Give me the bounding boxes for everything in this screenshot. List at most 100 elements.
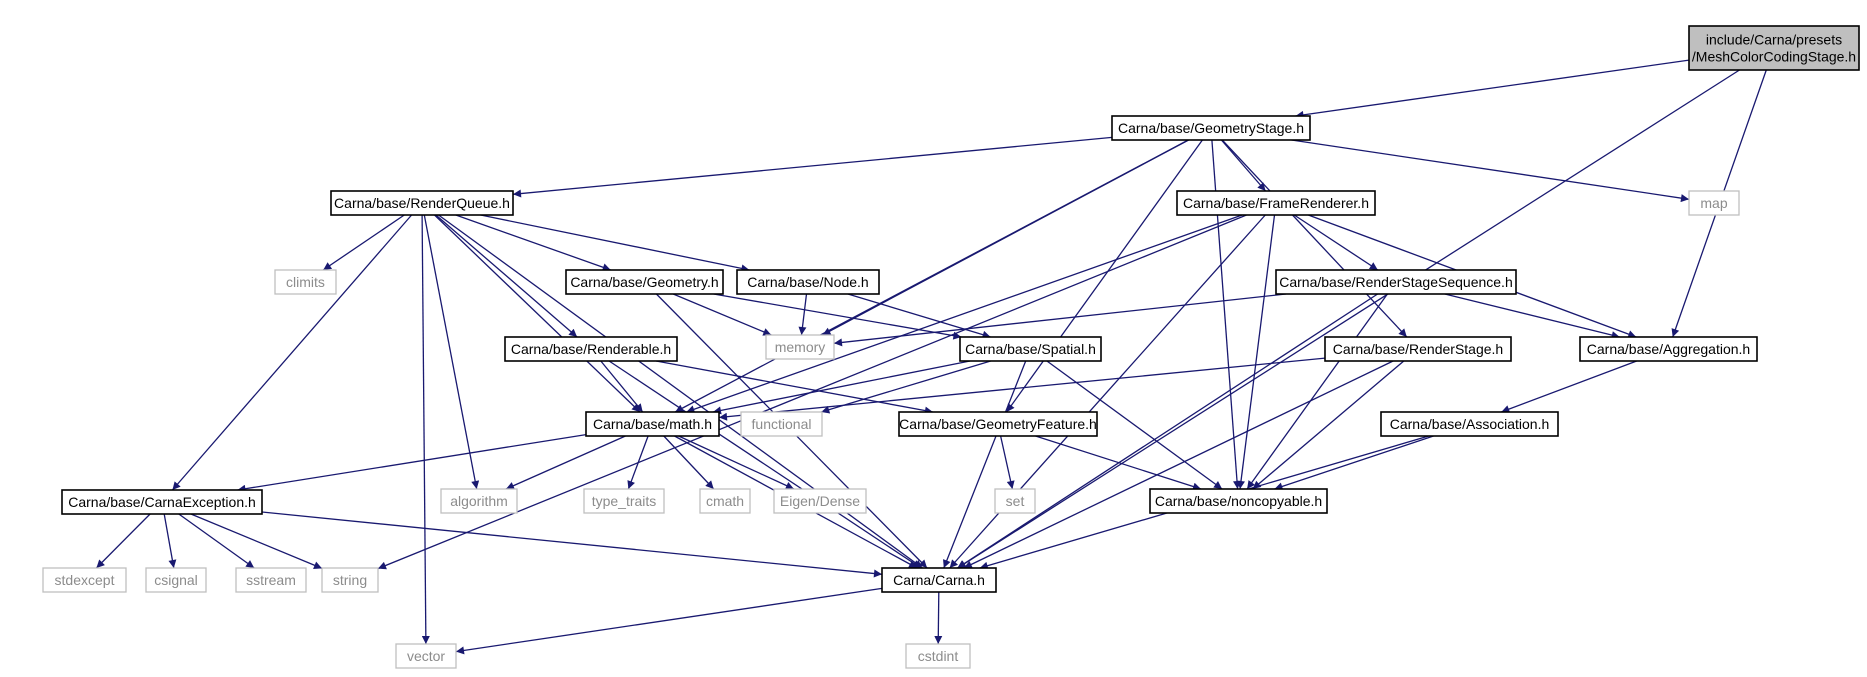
edge-renderstage-to-math [718,357,1326,421]
node-label: cstdint [918,648,959,664]
edge-carnaexc-to-string [190,513,323,570]
node-box [1324,336,1512,362]
node-carnaexc[interactable]: Carna/base/CarnaException.h [61,489,263,515]
node-box [1275,269,1517,295]
edge-renderable-to-geomfeature [655,360,934,415]
node-box [565,269,724,295]
edge-carna-to-vector [455,587,883,655]
edge-node-to-memory [798,293,808,336]
node-box [440,488,518,514]
node-noncopyable[interactable]: Carna/base/noncopyable.h [1149,488,1328,514]
edge-renderqueue-to-math [434,214,641,413]
edge-renderqueue-to-vector [421,214,430,645]
node-math[interactable]: Carna/base/math.h [585,411,720,437]
edge-carnaexc-to-stdexcept [95,513,151,569]
node-vector: vector [395,643,457,669]
node-set: set [994,488,1036,514]
edge-root-to-geomstage [1295,59,1690,119]
edge-geomstage-to-math [674,139,1189,413]
dependency-nodes: include/Carna/presets/MeshColorCodingSta… [42,25,1860,669]
node-carna[interactable]: Carna/Carna.h [881,567,997,593]
node-association[interactable]: Carna/base/Association.h [1380,411,1559,437]
node-label: Carna/base/noncopyable.h [1155,493,1322,509]
edge-renderqueue-to-carnaexc [171,214,413,491]
edge-geometry-to-memory [672,293,772,336]
node-label: stdexcept [55,572,115,588]
node-spatial[interactable]: Carna/base/Spatial.h [959,336,1102,362]
node-box [585,411,720,437]
node-box [699,488,751,514]
node-label: Eigen/Dense [780,493,860,509]
node-geomstage[interactable]: Carna/base/GeometryStage.h [1111,115,1311,141]
node-label: set [1006,493,1025,509]
node-label: csignal [154,572,198,588]
node-label: algorithm [450,493,508,509]
node-node[interactable]: Carna/base/Node.h [736,269,880,295]
node-csignal: csignal [145,567,207,593]
node-string: string [321,567,379,593]
node-box [898,411,1098,437]
edge-carnaexc-to-sstream [178,513,255,569]
edge-geomfeature-to-noncopyable [1035,435,1202,491]
edge-math-to-carnaexc [237,433,587,493]
node-box [1688,25,1860,71]
node-geometry[interactable]: Carna/base/Geometry.h [565,269,724,295]
edge-root-to-carna [957,69,1740,569]
node-aggregation[interactable]: Carna/base/Aggregation.h [1579,336,1758,362]
node-renderable[interactable]: Carna/base/Renderable.h [504,336,678,362]
edge-math-to-type_traits [627,435,649,490]
edge-framerenderer-to-carna [949,214,1266,569]
node-label: Carna/base/Geometry.h [570,274,718,290]
node-label: climits [286,274,325,290]
edge-spatial-to-functional [821,360,991,414]
edge-framerenderer-to-math [686,214,1243,414]
node-label: Carna/base/RenderQueue.h [334,195,510,211]
node-root: include/Carna/presets/MeshColorCodingSta… [1688,25,1860,71]
node-box [740,411,823,437]
node-framerenderer[interactable]: Carna/base/FrameRenderer.h [1176,190,1376,216]
node-geomfeature[interactable]: Carna/base/GeometryFeature.h [898,411,1098,437]
edge-geometry-to-spatial [713,293,962,340]
node-box [330,190,514,216]
node-box [1176,190,1376,216]
edge-renderqueue-to-algorithm [423,214,480,490]
edge-carnaexc-to-csignal [163,513,177,569]
node-algorithm: algorithm [440,488,518,514]
edge-spatial-to-math [712,360,971,415]
node-box [1579,336,1758,362]
node-label: /MeshColorCodingStage.h [1692,49,1856,65]
edge-renderqueue-to-climits [322,214,405,271]
node-memory: memory [765,334,835,360]
node-box [1111,115,1311,141]
node-renderqueue[interactable]: Carna/base/RenderQueue.h [330,190,514,216]
node-rss[interactable]: Carna/base/RenderStageSequence.h [1275,269,1517,295]
node-box [1380,411,1559,437]
node-box [504,336,678,362]
node-label: Carna/base/Association.h [1390,416,1550,432]
node-map: map [1688,190,1740,216]
node-functional: functional [740,411,823,437]
node-box [994,488,1036,514]
edge-geomstage-to-renderstage [1221,139,1408,338]
edge-geomstage-to-map [1291,139,1690,203]
node-renderstage[interactable]: Carna/base/RenderStage.h [1324,336,1512,362]
node-label: Carna/base/math.h [593,416,712,432]
node-label: Carna/base/Aggregation.h [1587,341,1750,357]
node-label: Carna/base/GeometryFeature.h [899,416,1097,432]
node-box [61,489,263,515]
node-box [765,334,835,360]
edge-node-to-spatial [847,293,991,339]
node-label: Carna/base/Renderable.h [511,341,671,357]
edge-association-to-noncopyable [1274,435,1434,491]
node-label: Carna/Carna.h [893,572,985,588]
edge-renderqueue-to-node [480,214,750,273]
edge-renderable-to-carna [608,360,922,569]
node-box [905,643,971,669]
edge-spatial-to-carna [943,360,1027,569]
node-sstream: sstream [235,567,307,593]
node-cmath: cmath [699,488,751,514]
edge-geomfeature-to-set [999,435,1015,490]
edge-renderqueue-to-geometry [455,214,611,272]
edge-geomstage-to-renderqueue [512,136,1113,198]
